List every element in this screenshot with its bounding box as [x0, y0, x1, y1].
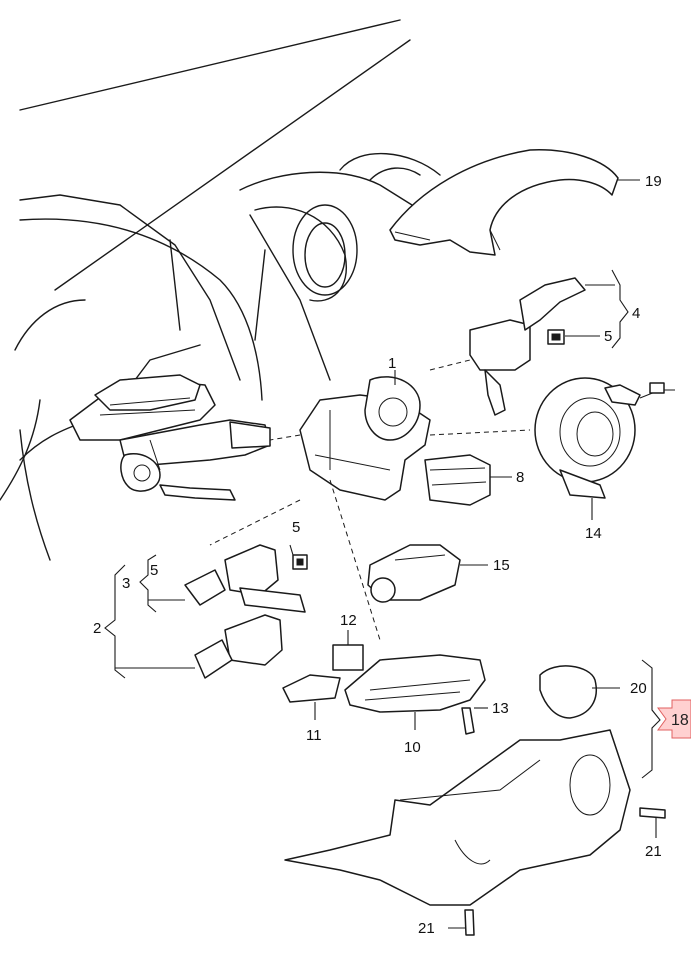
control-unit — [344, 654, 486, 713]
upper-column-trim — [389, 149, 619, 256]
label-part-4: 4 — [632, 305, 640, 322]
lower-column-trim — [284, 665, 631, 906]
label-part-15: 15 — [493, 557, 510, 574]
label-part-5-left: 5 — [150, 562, 158, 579]
label-part-21-right: 21 — [645, 843, 662, 860]
part-labels: 1 19 4 5 8 14 15 5 5 3 2 12 11 10 13 20 … — [93, 173, 662, 937]
leader-lines — [104, 179, 661, 929]
label-part-11: 11 — [306, 727, 322, 744]
label-part-19: 19 — [645, 173, 662, 190]
screw-21-bottom — [464, 909, 475, 936]
guide-lines — [209, 359, 531, 641]
screw-21-right — [639, 807, 666, 819]
label-part-5-upper: 5 — [604, 328, 612, 345]
callout-label: 18 — [671, 712, 689, 729]
label-part-21-bottom: 21 — [418, 920, 435, 937]
turn-signal-switch — [184, 544, 308, 679]
reference-callout-18[interactable]: 18 — [657, 699, 691, 739]
small-relay — [332, 644, 364, 671]
wiper-switch — [469, 277, 586, 416]
control-block — [424, 454, 491, 506]
connector-plug — [282, 674, 341, 703]
label-part-10: 10 — [404, 739, 421, 756]
label-part-12: 12 — [340, 612, 357, 629]
label-part-2: 2 — [93, 620, 101, 637]
label-part-1: 1 — [388, 355, 396, 372]
switch-housing — [299, 376, 431, 501]
label-part-3: 3 — [122, 575, 130, 592]
label-part-14: 14 — [585, 525, 602, 542]
label-part-13: 13 — [492, 700, 509, 717]
dashboard-outline — [0, 19, 441, 561]
steering-column-assembly — [69, 374, 271, 501]
clock-spring — [534, 377, 675, 499]
ignition-lock — [367, 544, 461, 603]
label-part-20: 20 — [630, 680, 647, 697]
label-part-5-middle: 5 — [292, 519, 300, 536]
label-part-8: 8 — [516, 469, 524, 486]
screw-13 — [461, 707, 475, 735]
